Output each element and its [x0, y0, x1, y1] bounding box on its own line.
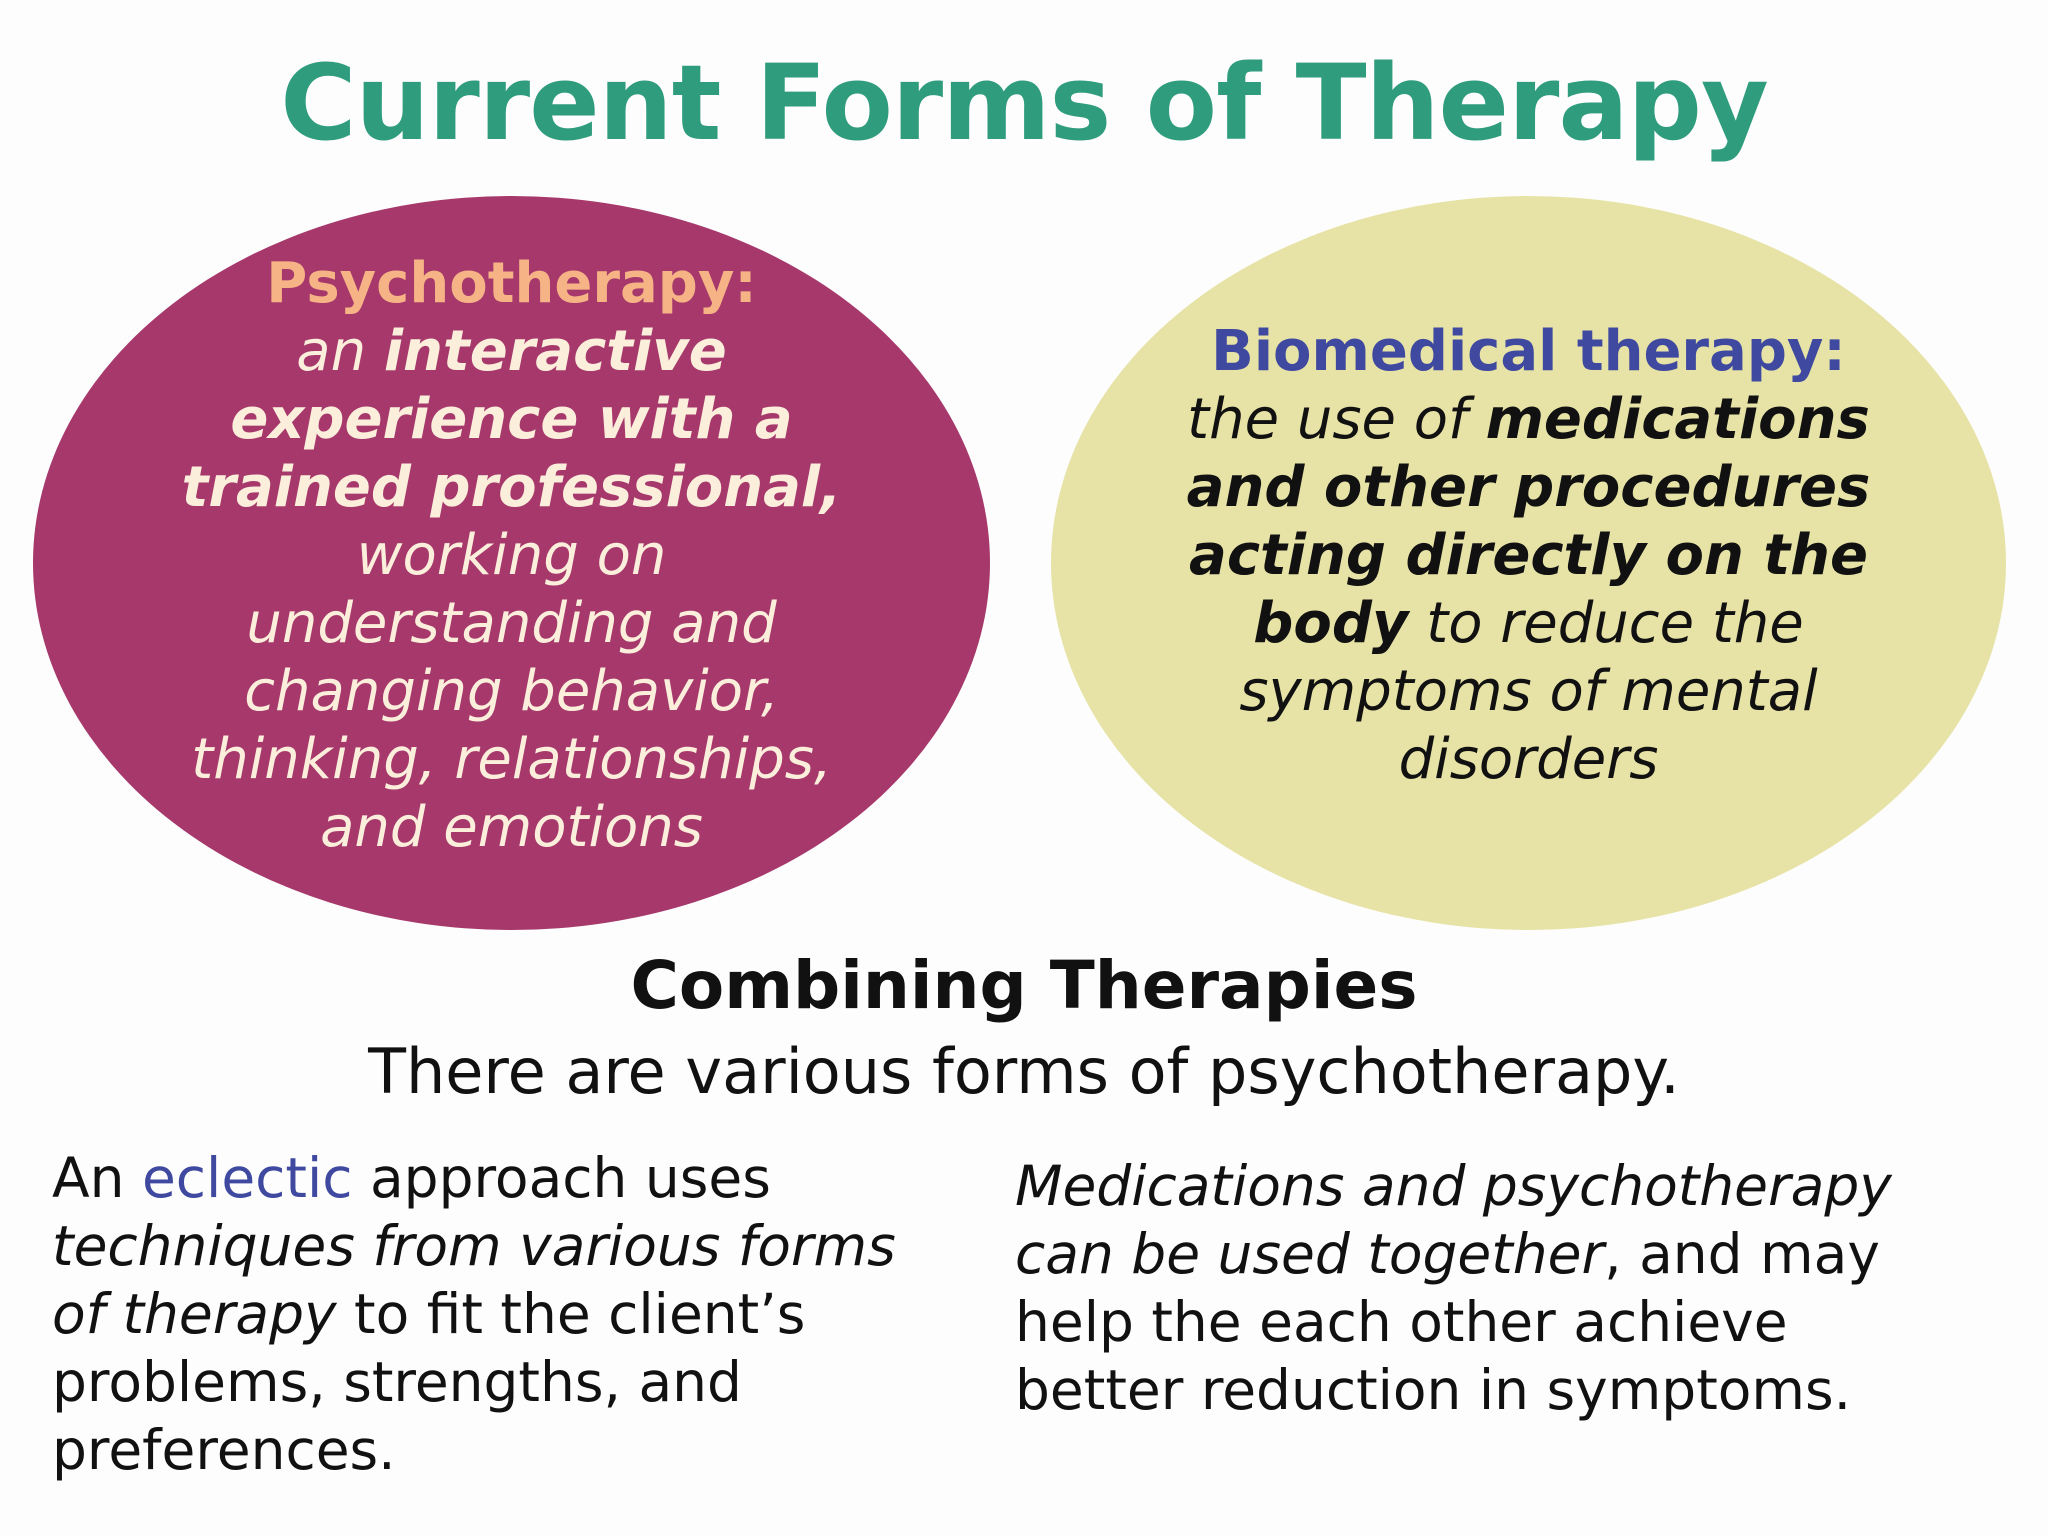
biomedical-line: and other procedures: [1186, 455, 1871, 520]
paragraph-line: help the each other achieve: [1015, 1290, 1788, 1354]
paragraph-line: Medications and psychotherapy: [1015, 1154, 1892, 1218]
psychotherapy-line: working on: [356, 523, 667, 588]
paragraph-line: preferences.: [52, 1418, 396, 1482]
paragraph-line: of therapy to fit the client’s: [52, 1282, 806, 1346]
paragraph-line: problems, strengths, and: [52, 1350, 742, 1414]
psychotherapy-line: and emotions: [320, 795, 703, 860]
psychotherapy-text: Psychotherapy: an interactive experience…: [133, 250, 890, 862]
eclectic-paragraph: An eclectic approach uses techniques fro…: [52, 1144, 972, 1484]
biomedical-line: body to reduce the: [1253, 591, 1804, 656]
paragraph-line: can be used together, and may: [1015, 1222, 1880, 1286]
biomedical-ellipse: [1051, 196, 2006, 930]
combining-subtitle: There are various forms of psychotherapy…: [368, 1035, 1680, 1108]
psychotherapy-line: changing behavior,: [244, 659, 779, 724]
biomedical-line: acting directly on the: [1189, 523, 1868, 588]
psychotherapy-line: trained professional,: [181, 455, 842, 520]
psychotherapy-line: experience with a: [230, 387, 793, 452]
paragraph-line: better reduction in symptoms.: [1015, 1358, 1852, 1422]
biomedical-line: disorders: [1398, 727, 1659, 792]
slide-title: Current Forms of Therapy: [280, 42, 1769, 164]
paragraph-line: techniques from various forms: [52, 1214, 896, 1278]
paragraph-line: An eclectic approach uses: [52, 1146, 771, 1210]
psychotherapy-line: an interactive: [296, 319, 727, 384]
biomedical-line: symptoms of mental: [1239, 659, 1818, 724]
psychotherapy-heading: Psychotherapy:: [266, 251, 757, 316]
biomedical-heading: Biomedical therapy:: [1211, 319, 1846, 384]
combining-heading: Combining Therapies: [630, 947, 1418, 1024]
psychotherapy-line: understanding and: [246, 591, 777, 656]
psychotherapy-line: thinking, relationships,: [191, 727, 832, 792]
eclectic-term: eclectic: [141, 1146, 353, 1210]
combined-treatment-paragraph: Medications and psychotherapy can be use…: [1015, 1152, 2005, 1424]
biomedical-line: the use of medications: [1187, 387, 1870, 452]
psychotherapy-ellipse: [33, 196, 990, 930]
biomedical-text: Biomedical therapy: the use of medicatio…: [1151, 318, 1906, 794]
